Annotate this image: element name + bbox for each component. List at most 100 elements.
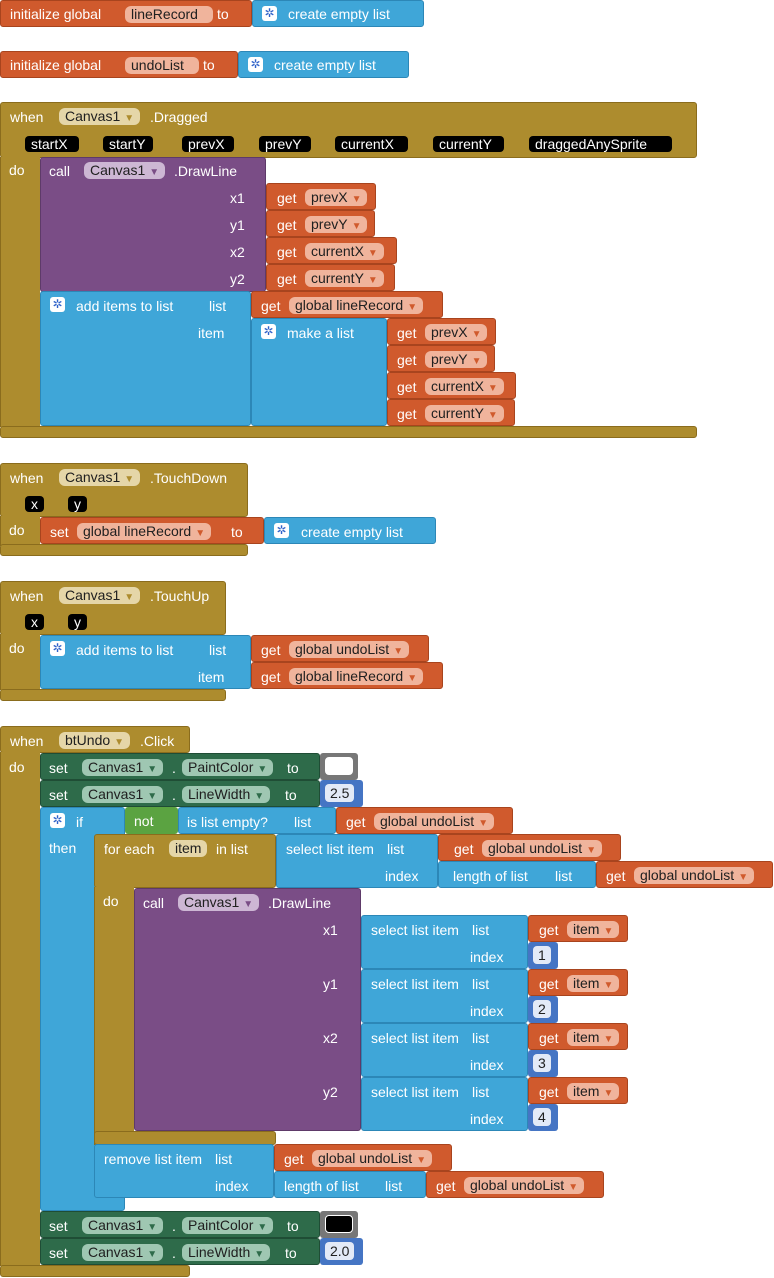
- get-variable-block[interactable]: get global undoList▼: [336, 807, 513, 834]
- call-canvas1-drawline-block[interactable]: call Canvas1▼ .DrawLine x1 y1 x2 y2: [40, 157, 266, 292]
- component-dropdown[interactable]: Canvas1▼: [82, 786, 164, 803]
- variable-dropdown[interactable]: item▼: [567, 1029, 620, 1046]
- event-param[interactable]: prevY: [259, 136, 311, 152]
- set-canvas1-paintcolor-block[interactable]: set Canvas1▼ . PaintColor▼ to: [40, 753, 320, 780]
- for-each-block[interactable]: for each item in list do: [94, 834, 276, 910]
- get-variable-block[interactable]: get global undoList▼: [596, 861, 773, 888]
- create-empty-list-block[interactable]: ✲ create empty list: [264, 517, 436, 544]
- get-variable-block[interactable]: get currentY▼: [266, 264, 395, 291]
- gear-icon[interactable]: ✲: [261, 324, 276, 339]
- create-empty-list-block[interactable]: ✲ create empty list: [238, 51, 409, 78]
- variable-dropdown[interactable]: global undoList▼: [374, 813, 495, 830]
- variable-dropdown[interactable]: global undoList▼: [634, 867, 755, 884]
- number-block[interactable]: 2.5: [320, 780, 363, 807]
- variable-dropdown[interactable]: global undoList▼: [464, 1177, 585, 1194]
- number-field[interactable]: 1: [533, 946, 551, 964]
- property-dropdown[interactable]: LineWidth▼: [182, 786, 271, 803]
- property-dropdown[interactable]: PaintColor▼: [182, 1217, 274, 1234]
- component-dropdown[interactable]: Canvas1▼: [59, 469, 141, 486]
- set-canvas1-linewidth-block[interactable]: set Canvas1▼ . LineWidth▼ to: [40, 780, 320, 807]
- variable-dropdown[interactable]: prevX▼: [425, 324, 488, 341]
- variable-dropdown[interactable]: currentY▼: [425, 405, 504, 422]
- get-variable-block[interactable]: get global undoList▼: [274, 1144, 452, 1171]
- variable-dropdown[interactable]: item▼: [567, 1083, 620, 1100]
- event-param[interactable]: x: [25, 614, 44, 630]
- is-list-empty-block[interactable]: is list empty? list: [178, 807, 336, 834]
- variable-dropdown[interactable]: global lineRecord▼: [77, 523, 212, 540]
- gear-icon[interactable]: ✲: [50, 641, 65, 656]
- get-variable-block[interactable]: get global undoList▼: [251, 635, 429, 662]
- event-param[interactable]: startX: [25, 136, 79, 152]
- get-variable-block[interactable]: get currentX▼: [266, 237, 397, 264]
- add-items-to-list-block[interactable]: ✲ add items to list list item: [40, 635, 251, 689]
- get-variable-block[interactable]: get item▼: [528, 1023, 628, 1050]
- variable-dropdown[interactable]: item▼: [567, 921, 620, 938]
- get-variable-block[interactable]: get item▼: [528, 969, 628, 996]
- get-variable-block[interactable]: get prevX▼: [266, 183, 376, 210]
- get-variable-block[interactable]: get item▼: [528, 1077, 628, 1104]
- get-variable-block[interactable]: get global lineRecord▼: [251, 662, 443, 689]
- number-block[interactable]: 2: [528, 996, 558, 1023]
- call-canvas1-drawline-block[interactable]: call Canvas1▼ .DrawLine x1 y1 x2 y2: [134, 888, 361, 1131]
- length-of-list-block[interactable]: length of list list: [438, 861, 596, 888]
- select-list-item-block[interactable]: select list item list index: [361, 1077, 528, 1131]
- variable-dropdown[interactable]: global undoList▼: [482, 840, 603, 857]
- color-block[interactable]: [320, 1211, 358, 1238]
- component-dropdown[interactable]: Canvas1▼: [59, 587, 141, 604]
- global-name-field[interactable]: lineRecord: [125, 6, 213, 23]
- select-list-item-block[interactable]: select list item list index: [361, 1023, 528, 1077]
- init-global-undolist-block[interactable]: initialize global undoList to: [0, 51, 238, 78]
- get-variable-block[interactable]: get prevX▼: [387, 318, 496, 345]
- when-btundo-click-event[interactable]: when btUndo▼ .Click: [0, 726, 190, 753]
- variable-dropdown[interactable]: global undoList▼: [312, 1150, 433, 1167]
- get-variable-block[interactable]: get currentX▼: [387, 372, 516, 399]
- not-block[interactable]: not: [125, 807, 178, 834]
- gear-icon[interactable]: ✲: [248, 57, 263, 72]
- get-variable-block[interactable]: get global lineRecord▼: [251, 291, 443, 318]
- length-of-list-block[interactable]: length of list list: [274, 1171, 426, 1198]
- gear-icon[interactable]: ✲: [50, 297, 65, 312]
- loop-variable-field[interactable]: item: [169, 840, 208, 857]
- variable-dropdown[interactable]: global lineRecord▼: [289, 297, 424, 314]
- get-variable-block[interactable]: get item▼: [528, 915, 628, 942]
- event-param[interactable]: x: [25, 496, 44, 512]
- variable-dropdown[interactable]: prevY▼: [305, 216, 368, 233]
- component-dropdown[interactable]: Canvas1▼: [82, 1217, 164, 1234]
- component-dropdown[interactable]: btUndo▼: [59, 732, 131, 749]
- gear-icon[interactable]: ✲: [262, 6, 277, 21]
- black-color-swatch[interactable]: [325, 1215, 353, 1233]
- when-canvas1-touchup-event[interactable]: when Canvas1▼ .TouchUp x y: [0, 581, 226, 635]
- get-variable-block[interactable]: get prevY▼: [266, 210, 375, 237]
- property-dropdown[interactable]: LineWidth▼: [182, 1244, 271, 1261]
- white-color-swatch[interactable]: [325, 757, 353, 775]
- variable-dropdown[interactable]: global lineRecord▼: [289, 668, 424, 685]
- get-variable-block[interactable]: get prevY▼: [387, 345, 495, 372]
- property-dropdown[interactable]: PaintColor▼: [182, 759, 274, 776]
- number-block[interactable]: 1: [528, 942, 558, 969]
- create-empty-list-block[interactable]: ✲ create empty list: [252, 0, 424, 27]
- variable-dropdown[interactable]: currentY▼: [305, 270, 384, 287]
- make-a-list-block[interactable]: ✲ make a list: [251, 318, 387, 426]
- when-canvas1-dragged-event[interactable]: when Canvas1▼ .Dragged startX startY pre…: [0, 102, 697, 158]
- number-field[interactable]: 2: [533, 1000, 551, 1018]
- number-block[interactable]: 3: [528, 1050, 558, 1077]
- set-canvas1-paintcolor-block[interactable]: set Canvas1▼ . PaintColor▼ to: [40, 1211, 320, 1238]
- gear-icon[interactable]: ✲: [50, 813, 65, 828]
- number-field[interactable]: 4: [533, 1108, 551, 1126]
- set-canvas1-linewidth-block[interactable]: set Canvas1▼ . LineWidth▼ to: [40, 1238, 320, 1265]
- when-canvas1-touchdown-event[interactable]: when Canvas1▼ .TouchDown x y: [0, 463, 248, 517]
- component-dropdown[interactable]: Canvas1▼: [82, 759, 164, 776]
- variable-dropdown[interactable]: prevX▼: [305, 189, 368, 206]
- component-dropdown[interactable]: Canvas1▼: [59, 108, 141, 125]
- event-param[interactable]: currentX: [335, 136, 408, 152]
- get-variable-block[interactable]: get currentY▼: [387, 399, 515, 426]
- gear-icon[interactable]: ✲: [274, 523, 289, 538]
- event-param[interactable]: y: [68, 496, 87, 512]
- event-param[interactable]: startY: [103, 136, 153, 152]
- get-variable-block[interactable]: get global undoList▼: [426, 1171, 604, 1198]
- event-param[interactable]: currentY: [433, 136, 504, 152]
- remove-list-item-block[interactable]: remove list item list index: [94, 1144, 274, 1198]
- color-block[interactable]: [320, 753, 358, 780]
- variable-dropdown[interactable]: currentX▼: [305, 243, 384, 260]
- event-param[interactable]: prevX: [182, 136, 234, 152]
